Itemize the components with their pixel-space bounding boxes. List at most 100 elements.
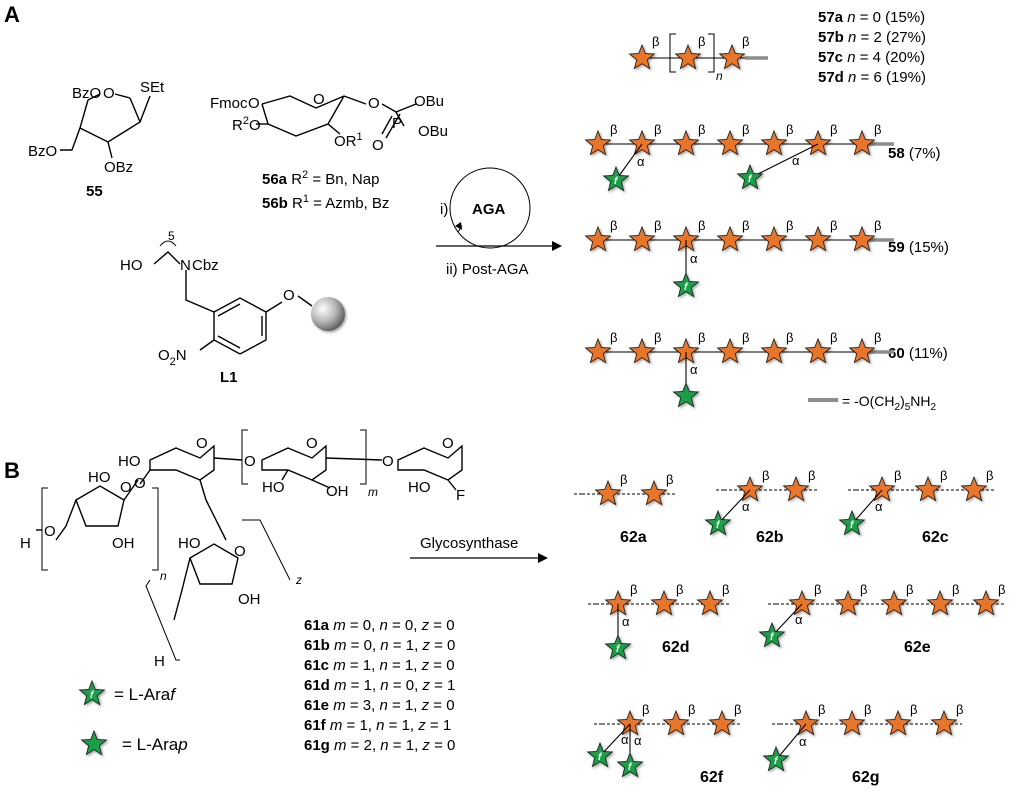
series-57-57b: 57b n = 2 (27%) [818,29,926,46]
series-61-61d: 61d m = 1, n = 0, z = 1 [304,677,455,694]
l1-n: N [180,257,191,274]
l1-ar-o: O [283,287,295,304]
beta-label: β [860,582,867,597]
linker-l1-structure: HO 5 N Cbz O O2N L1 [120,229,345,386]
orange-star-icon [834,589,862,616]
series-61-61f: 61f m = 1, n = 1, z = 1 [304,717,451,734]
orange-star-icon [716,225,744,252]
furanose-mark: f [616,644,621,655]
furanose-mark: f [614,176,619,187]
orange-star-icon [880,589,908,616]
beta-label: β [952,582,959,597]
product-57: n [669,33,723,83]
compound-56-structure: Fmoc O O R2O OR1 O P OBu OBu O 56a R2 = … [210,91,448,212]
orange-star-icon [628,43,656,70]
c61-ho-f1: HO [88,469,111,486]
orange-star-icon [628,337,656,364]
c61-o-link2: O [244,453,256,470]
c61-ho-f2: HO [178,535,201,552]
furanose-mark: f [684,282,689,293]
beta-label: β [998,582,1005,597]
orange-star-icon [788,589,816,616]
green-star-f-icon [762,745,790,772]
beta-label: β [906,582,913,597]
resin-sphere-icon [311,297,345,331]
orange-star-icon [716,129,744,156]
label-59: 59 (15%) [888,239,949,256]
series-57-57a: 57a n = 0 (15%) [818,9,925,26]
c56-oxo: O [372,137,384,154]
beta-label: β [654,122,661,137]
product-label-62a: 62a [620,529,647,546]
beta-label: β [742,218,749,233]
beta-label: β [786,122,793,137]
c61-o-left-end: O [44,523,56,540]
c61-o-f1: O [120,479,132,496]
l1-o2n: O2N [158,347,187,368]
orange-star-icon [760,129,788,156]
sugar-legend: = L-Araf = L-Arap f [78,679,188,756]
l1-cbz: Cbz [192,257,219,274]
furanose-mark: f [598,752,603,763]
orange-star-icon [848,129,876,156]
green-star-f-icon [616,751,644,778]
furanose-mark: f [748,174,753,185]
furanose-mark: f [850,520,855,531]
product-label-62b: 62b [756,529,784,546]
orange-star-icon [584,337,612,364]
beta-label: β [654,330,661,345]
orange-star-icon [804,337,832,364]
alpha-label: α [637,154,645,169]
beta-label: β [654,218,661,233]
c56-obu1: OBu [414,93,444,110]
orange-star-icon [628,225,656,252]
orange-star-icon [674,43,702,70]
c61-h-f2: H [154,653,165,670]
enzyme-label: Glycosynthase [420,535,518,552]
orange-star-icon [696,589,724,616]
beta-label: β [620,472,627,487]
beta-label: β [742,34,749,49]
series-61-61e: 61e m = 3, n = 1, z = 0 [304,697,455,714]
legend-arap: = L-Arap [122,735,188,754]
orange-star-icon [930,709,958,736]
c56-obu2: OBu [418,123,448,140]
orange-star-icon [662,709,690,736]
orange-star-icon [782,475,810,502]
beta-label: β [818,702,825,717]
product-label-62d: 62d [662,639,690,656]
orange-star-icon [736,475,764,502]
branch-bond [749,143,819,179]
c61-oh-mid: OH [326,483,349,500]
c56-fmoc-o: O [248,95,260,112]
series-61-61a: 61a m = 0, n = 0, z = 0 [304,617,455,634]
green-star-f-icon [736,163,764,190]
c61-o-mid: O [306,435,318,452]
linker-legend: = -O(CH2)5NH2 [808,393,937,413]
orange-star-icon [760,225,788,252]
branch-bond [771,603,803,637]
compound-61-structure: HO O O HO OH O O O HO F O m HO O OH O H … [20,429,465,670]
label-58: 58 (7%) [888,145,941,162]
beta-label: β [864,702,871,717]
beta-label: β [808,468,815,483]
orange-star-icon [584,225,612,252]
c56-r2: R2O [232,115,261,134]
alpha-label: α [792,153,800,168]
branch-bond [717,489,751,525]
series-57-57c: 57c n = 4 (20%) [818,49,925,66]
beta-label: β [630,582,637,597]
label-60: 60 (11%) [888,345,948,362]
orange-star-icon [804,129,832,156]
c61-ho-top: HO [118,453,141,470]
beta-label: β [874,122,881,137]
alpha-label: α [634,733,642,748]
c56-ring-o: O [313,91,325,108]
beta-label: β [652,34,659,49]
green-star-f-icon [704,509,732,536]
